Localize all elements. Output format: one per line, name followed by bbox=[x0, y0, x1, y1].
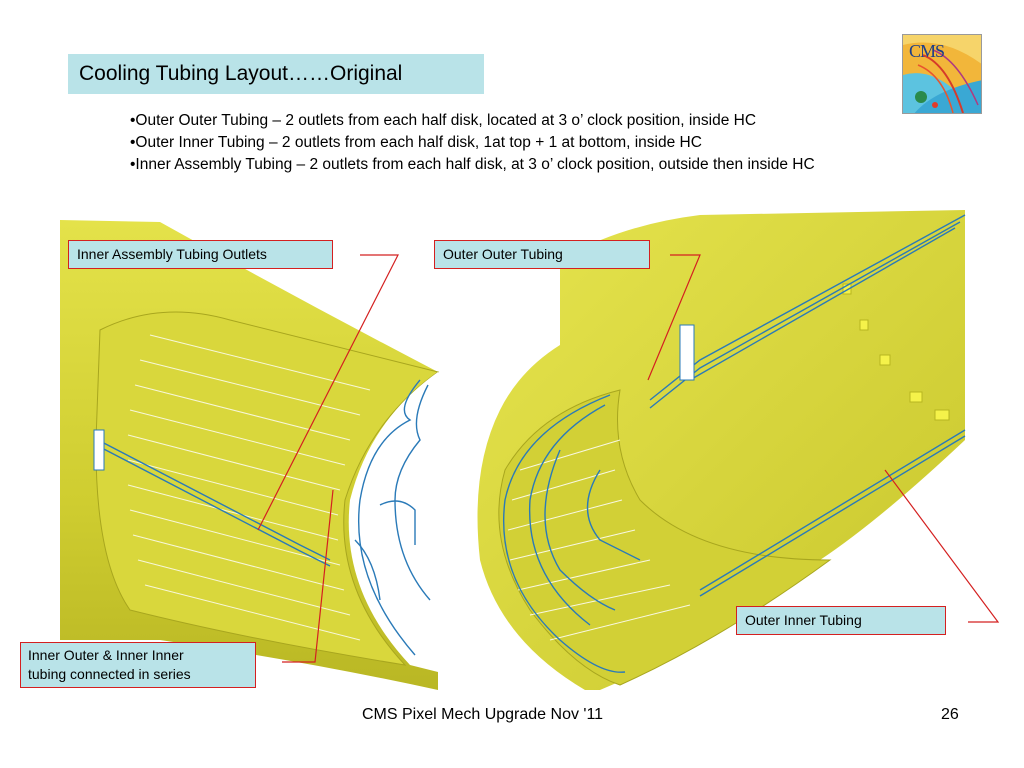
left-half-cylinder bbox=[60, 220, 440, 690]
bullet-item: •Outer Outer Tubing – 2 outlets from eac… bbox=[130, 112, 757, 129]
logo-text: CMS bbox=[909, 41, 945, 61]
label-inner-tubing-series: Inner Outer & Inner Inner tubing connect… bbox=[20, 642, 256, 688]
page-number: 26 bbox=[941, 706, 959, 723]
bullet-item: •Inner Assembly Tubing – 2 outlets from … bbox=[130, 156, 815, 173]
bullet-item: •Outer Inner Tubing – 2 outlets from eac… bbox=[130, 134, 702, 151]
label-outer-outer-tubing: Outer Outer Tubing bbox=[434, 240, 650, 269]
label-inner-assembly-tubing-outlets: Inner Assembly Tubing Outlets bbox=[68, 240, 333, 269]
label-line: Inner Outer & Inner Inner bbox=[28, 647, 184, 663]
cms-logo: CMS bbox=[902, 34, 982, 114]
label-line: tubing connected in series bbox=[28, 666, 191, 682]
footer-title: CMS Pixel Mech Upgrade Nov '11 bbox=[362, 706, 604, 723]
slide-title: Cooling Tubing Layout……Original bbox=[68, 54, 484, 94]
bullet-list: •Outer Outer Tubing – 2 outlets from eac… bbox=[130, 110, 1020, 176]
label-outer-inner-tubing: Outer Inner Tubing bbox=[736, 606, 946, 635]
leader-lines bbox=[257, 254, 1000, 663]
